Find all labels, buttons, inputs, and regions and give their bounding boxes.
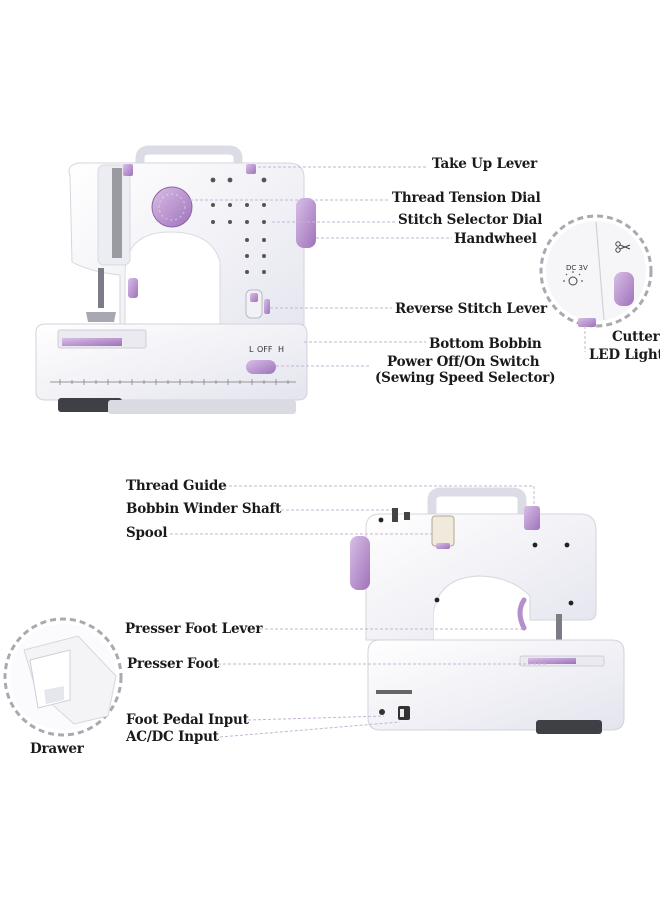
carry-handle bbox=[135, 145, 243, 183]
label-spool: Spool bbox=[126, 525, 168, 541]
front-presser-foot bbox=[86, 312, 116, 322]
label-cutter: Cutter bbox=[612, 329, 660, 345]
machine-foot bbox=[58, 398, 122, 412]
handwheel bbox=[296, 198, 316, 248]
back-machine-arm bbox=[365, 513, 597, 641]
cutter-blade bbox=[578, 318, 596, 327]
label-foot-pedal-input: Foot Pedal Input bbox=[126, 712, 249, 728]
back-handwheel bbox=[350, 536, 370, 590]
label-bottom-bobbin: Bottom Bobbin bbox=[429, 336, 542, 352]
take-up-lever-part bbox=[123, 164, 133, 176]
needle-bar bbox=[98, 268, 104, 308]
back-arm-opening bbox=[434, 580, 528, 640]
label-led-light: LED Light bbox=[589, 347, 660, 363]
back-leader-lines bbox=[170, 485, 548, 738]
label-presser-foot-lever: Presser Foot Lever bbox=[125, 621, 263, 637]
foot-pedal-port bbox=[379, 709, 385, 715]
front-sewing-machine: L OFF H bbox=[35, 145, 316, 414]
label-take-up-lever: Take Up Lever bbox=[432, 156, 538, 172]
back-bobbin-cover bbox=[528, 658, 576, 664]
label-speed-selector: (Sewing Speed Selector) bbox=[375, 370, 556, 386]
port-label-plate bbox=[376, 690, 412, 694]
machine-underside bbox=[108, 400, 296, 414]
label-ac-dc-input: AC/DC Input bbox=[126, 729, 219, 745]
bobbin-cover bbox=[62, 338, 122, 346]
presser-foot-lever bbox=[517, 597, 527, 631]
inset-fill bbox=[546, 221, 646, 321]
front-presser-lever bbox=[128, 278, 138, 298]
front-leader-lines bbox=[190, 166, 452, 367]
thread-tension-dial bbox=[151, 186, 193, 228]
label-thread-tension-dial: Thread Tension Dial bbox=[392, 190, 541, 206]
ac-dc-port-pin bbox=[400, 709, 404, 717]
switch-mark-low: L bbox=[249, 345, 254, 354]
thread-path bbox=[112, 168, 122, 258]
bobbin-winder-shaft bbox=[392, 508, 398, 522]
switch-mark-high: H bbox=[278, 345, 284, 354]
label-stitch-selector-dial: Stitch Selector Dial bbox=[398, 212, 543, 228]
back-needle-bar bbox=[556, 614, 562, 652]
label-bobbin-winder-shaft: Bobbin Winder Shaft bbox=[126, 501, 282, 517]
label-handwheel: Handwheel bbox=[454, 231, 537, 247]
thread-spool bbox=[431, 515, 455, 547]
arm-opening bbox=[124, 231, 221, 331]
led-bulb-icon bbox=[563, 271, 583, 286]
drawer-inset bbox=[3, 617, 123, 737]
stitch-chart bbox=[210, 177, 267, 274]
label-presser-foot: Presser Foot bbox=[127, 656, 220, 672]
label-drawer: Drawer bbox=[30, 741, 84, 757]
inset-seam bbox=[595, 221, 605, 321]
bobbin-winder-stop bbox=[404, 512, 410, 520]
thread-guide bbox=[524, 506, 540, 530]
reverse-stitch-lever bbox=[250, 293, 258, 302]
cutter-scissors-icon bbox=[615, 241, 631, 253]
back-carry-handle bbox=[427, 487, 527, 521]
label-power-switch: Power Off/On Switch bbox=[387, 354, 540, 370]
label-reverse-stitch-lever: Reverse Stitch Lever bbox=[395, 301, 547, 317]
cutter-led-inset: DC 3V bbox=[539, 214, 653, 352]
spool-pin-base bbox=[436, 543, 450, 549]
dc-marking: DC 3V bbox=[566, 264, 588, 272]
drawer-handle bbox=[44, 686, 64, 704]
reverse-lever-side bbox=[264, 299, 270, 314]
tension-dial-ridges bbox=[158, 193, 186, 221]
label-thread-guide: Thread Guide bbox=[126, 478, 227, 494]
led-switch bbox=[614, 272, 634, 306]
take-up-lever-pin bbox=[246, 164, 256, 174]
power-speed-switch bbox=[246, 360, 276, 374]
switch-mark-off: OFF bbox=[257, 345, 273, 354]
ruler-ticks bbox=[59, 379, 289, 385]
back-sewing-machine bbox=[350, 487, 625, 734]
back-machine-foot bbox=[536, 720, 602, 734]
